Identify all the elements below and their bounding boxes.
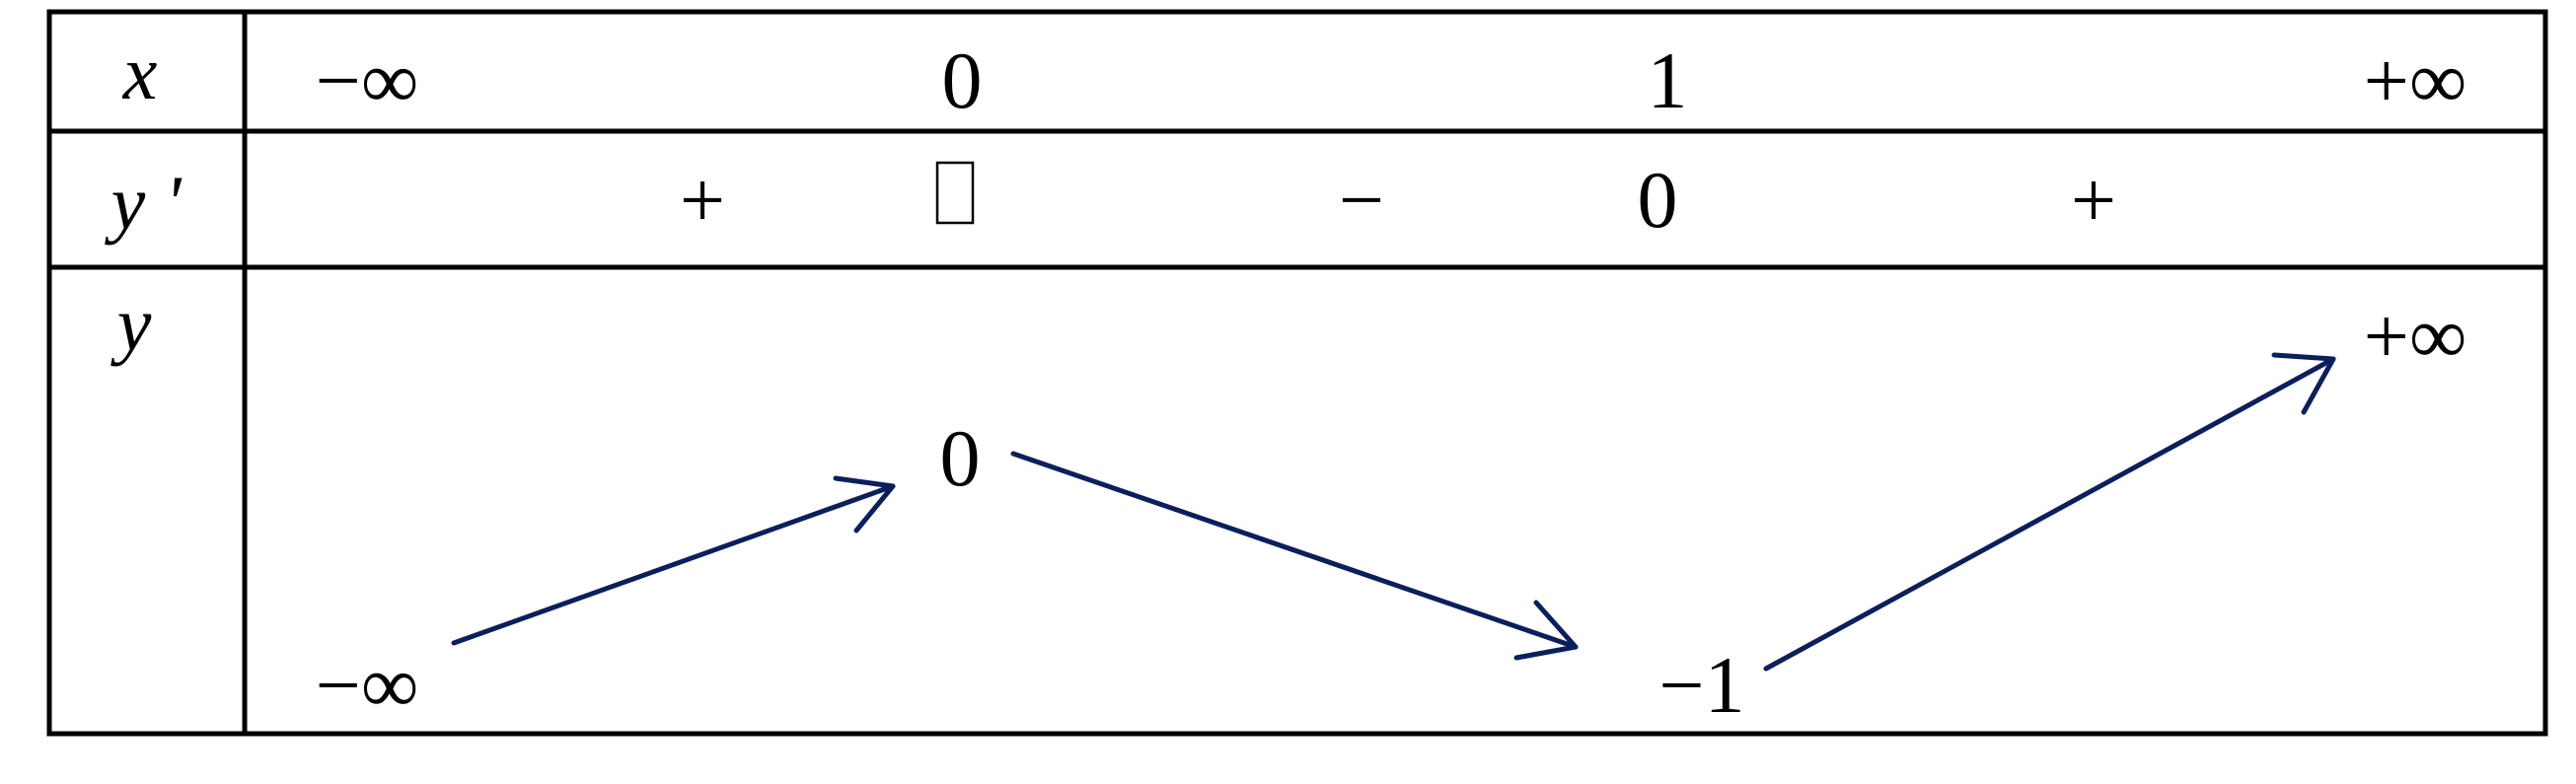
derivative-sign-minus: − xyxy=(1339,155,1384,245)
derivative-zero-at-1: 0 xyxy=(1638,155,1678,245)
table-border xyxy=(46,9,2548,737)
arrow-increasing-1 xyxy=(451,475,896,646)
row-label-y: y xyxy=(110,281,152,367)
y-value-start-neg-infinity: −∞ xyxy=(316,640,419,730)
derivative-sign-plus-1: + xyxy=(680,155,725,245)
row-label-x: x xyxy=(122,30,158,115)
arrow-increasing-2 xyxy=(1763,352,2336,672)
y-value-local-min: −1 xyxy=(1658,640,1744,730)
x-value-zero: 0 xyxy=(942,36,983,125)
x-value-neg-infinity: −∞ xyxy=(316,36,419,125)
x-value-one: 1 xyxy=(1648,36,1688,125)
arrow-decreasing xyxy=(1010,451,1579,661)
derivative-sign-plus-2: + xyxy=(2071,155,2116,245)
x-value-pos-infinity: +∞ xyxy=(2364,36,2467,125)
derivative-undefined-box xyxy=(935,161,975,225)
row-label-y-prime: y ' xyxy=(105,160,183,246)
y-value-end-pos-infinity: +∞ xyxy=(2364,291,2467,381)
y-value-local-max: 0 xyxy=(940,413,981,503)
